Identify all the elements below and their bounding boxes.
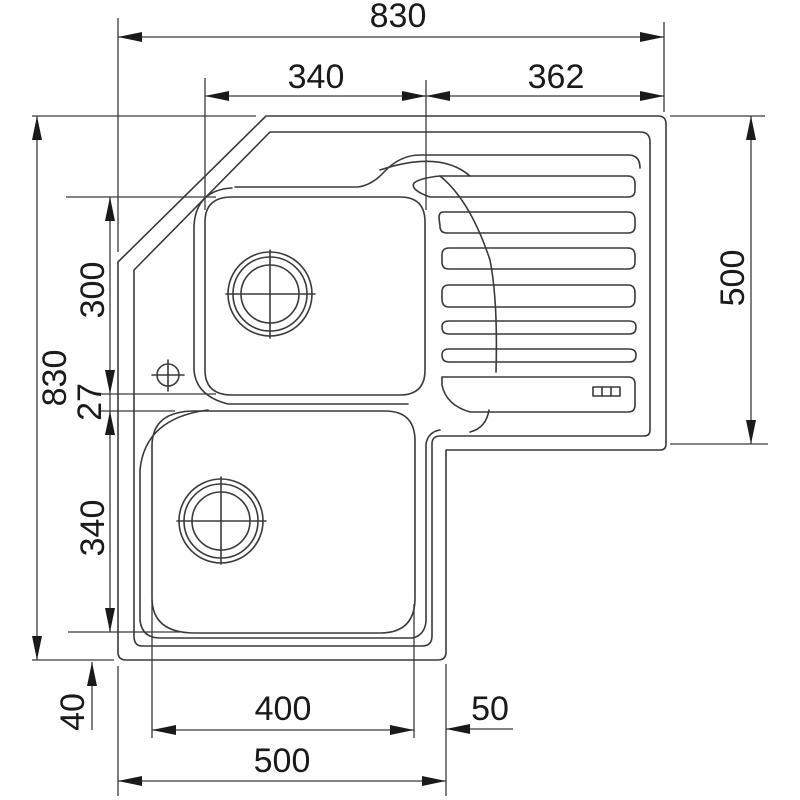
dim-label-400: 400	[255, 690, 312, 728]
dim-label-830-left: 830	[36, 350, 74, 407]
dimension-drainer-depth-right: 500	[670, 115, 768, 445]
dim-label-340-top: 340	[288, 58, 345, 96]
dimension-overall-width-top: 830	[117, 0, 665, 252]
dimension-bottom: 400 50 500	[117, 600, 513, 796]
lower-drain-hole	[176, 476, 267, 565]
dim-label-340-left: 340	[74, 500, 112, 557]
dim-label-300: 300	[74, 262, 112, 319]
dim-label-500-bottom: 500	[254, 742, 311, 780]
dim-label-362: 362	[528, 58, 585, 96]
overflow-slot-icon	[592, 386, 621, 397]
tap-hole	[151, 359, 185, 392]
dimension-bowls-left: 300 27 340	[66, 196, 216, 633]
dim-label-27: 27	[71, 383, 109, 421]
drainer-area	[379, 160, 637, 433]
upper-bowl	[193, 154, 641, 405]
dim-label-50: 50	[471, 690, 509, 728]
dim-label-830-top: 830	[370, 0, 427, 35]
upper-drain-hole	[225, 249, 316, 339]
sink-outer-outline	[117, 115, 667, 661]
lower-bowl	[139, 409, 441, 639]
sink-inner-rim	[133, 131, 651, 647]
dimension-overall-height-left: 830	[32, 115, 256, 661]
dim-label-500-right: 500	[714, 250, 752, 307]
dimension-bottom-offset: 40	[54, 662, 97, 731]
dimension-bowl-offset-and-drainer: 340 362	[204, 58, 664, 210]
dim-label-40: 40	[54, 693, 92, 731]
